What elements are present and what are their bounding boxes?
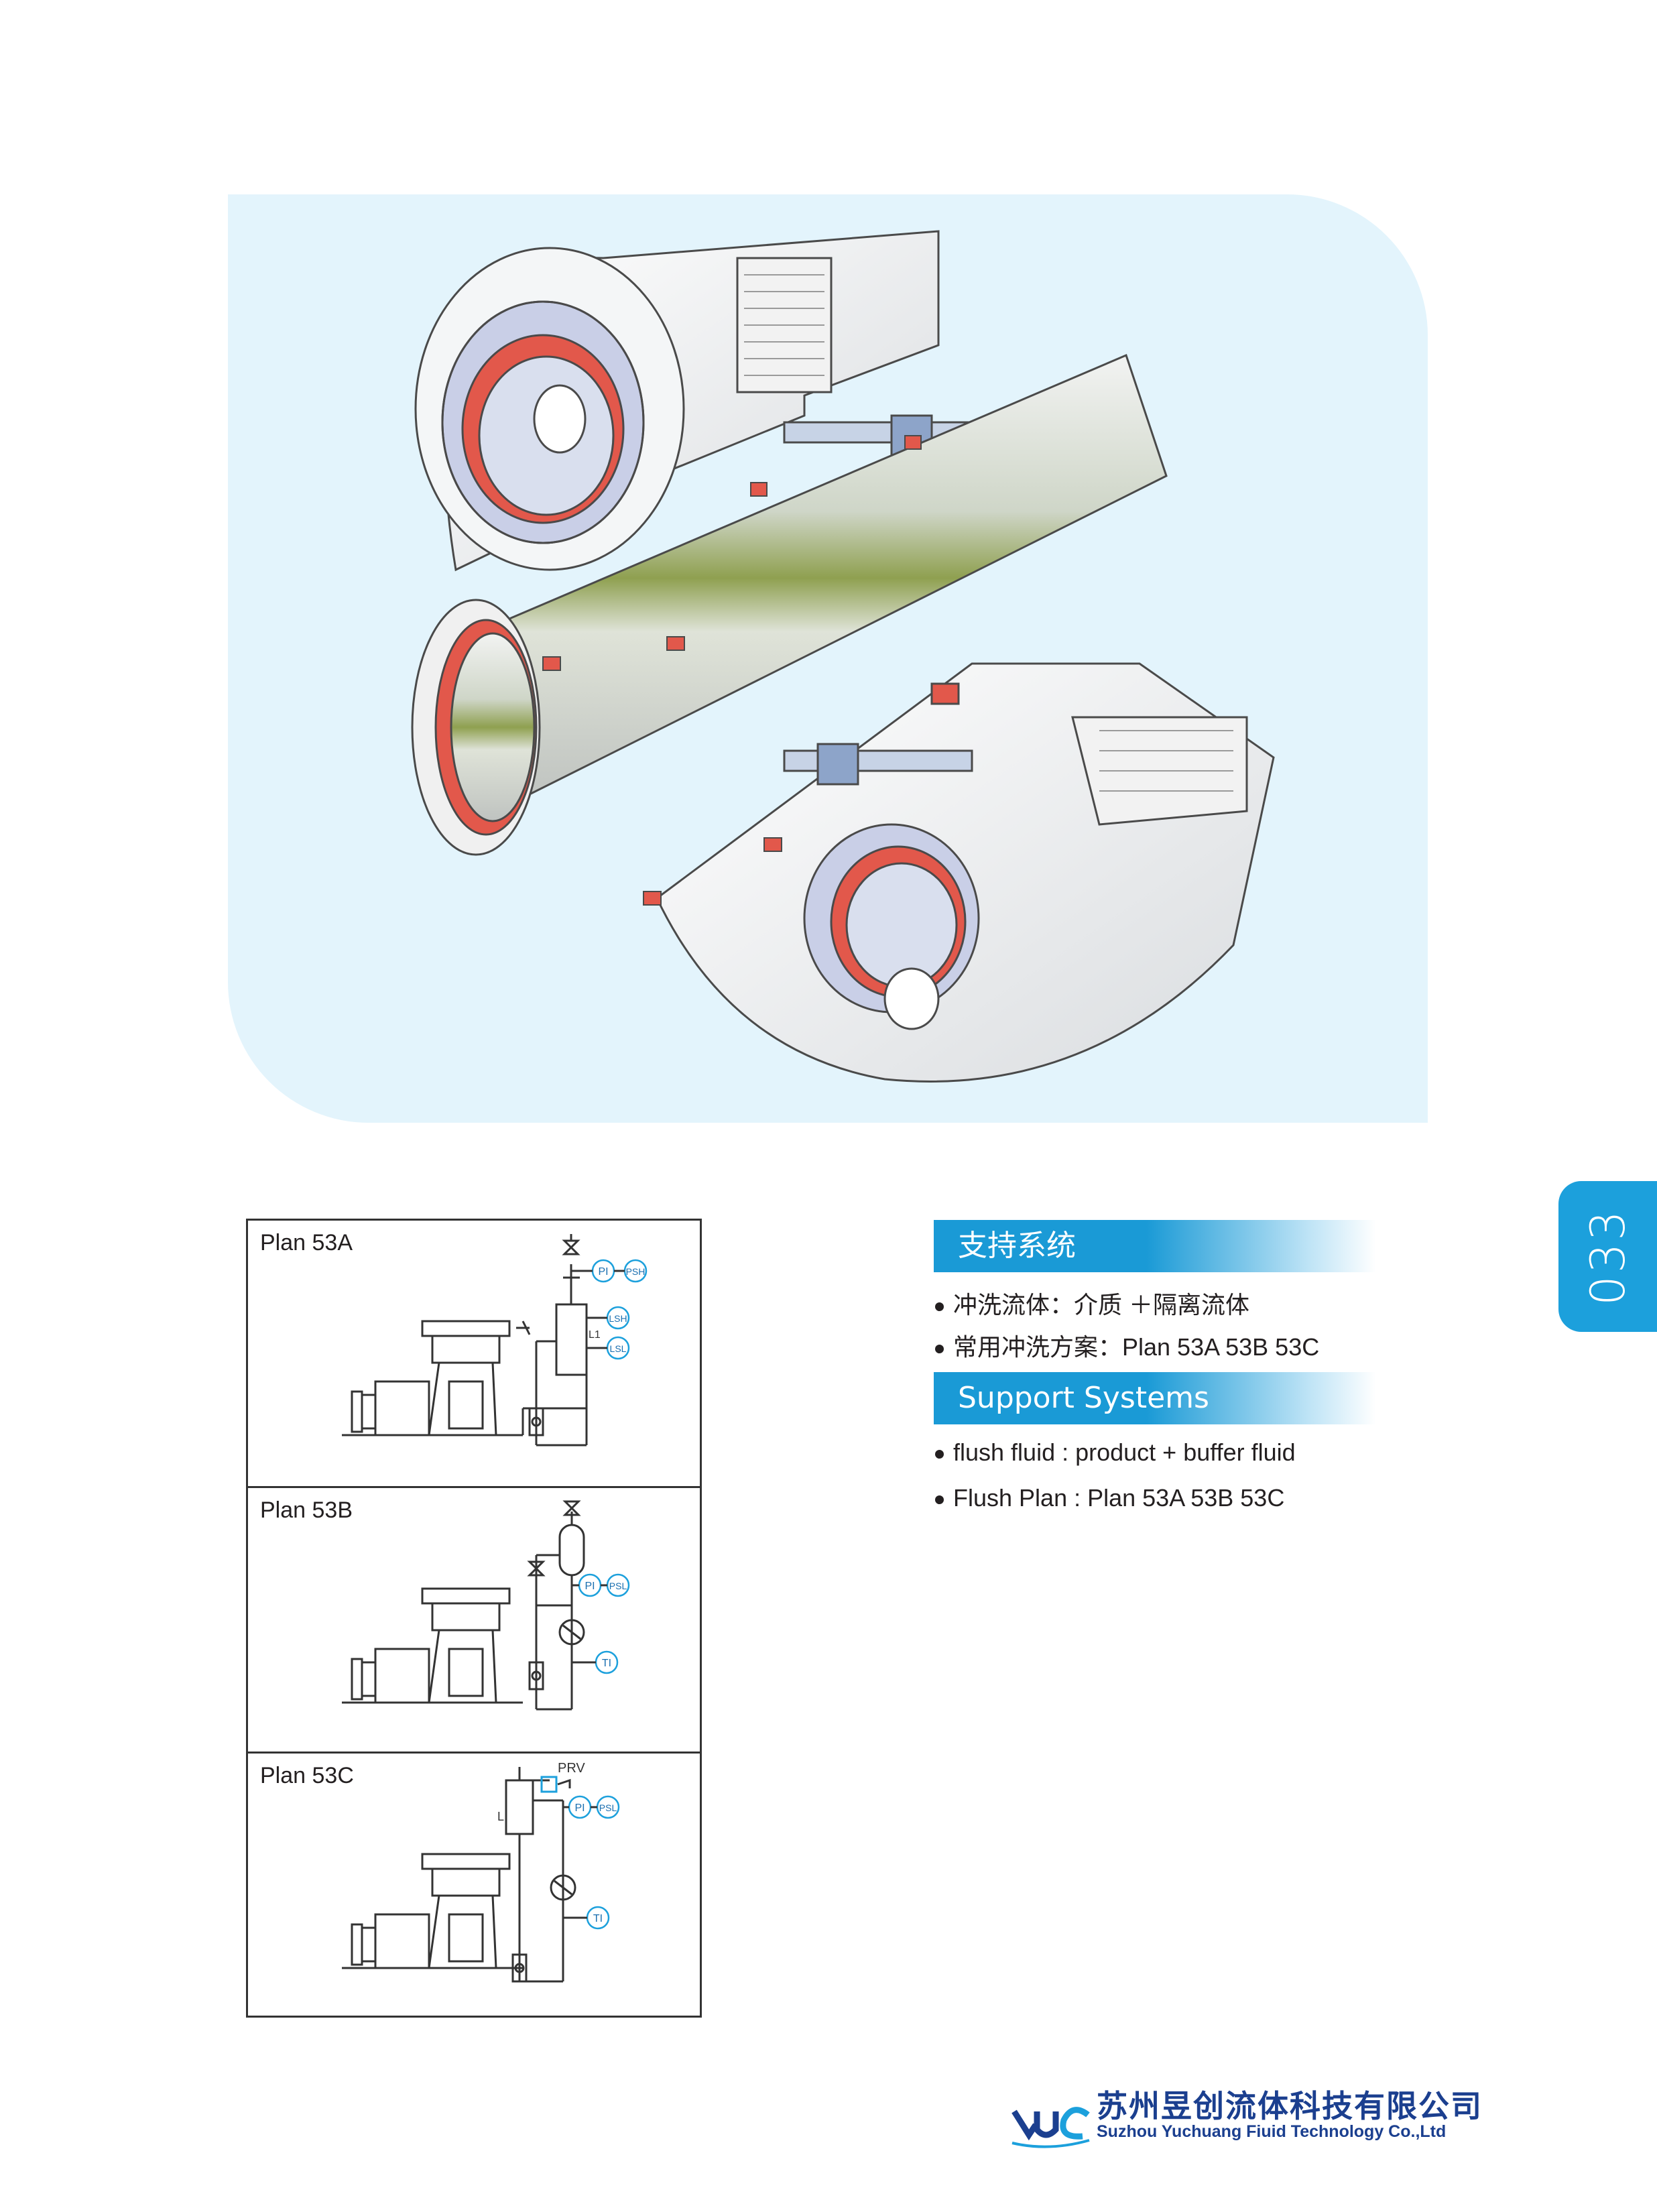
- plan-53c-diagram: [342, 1767, 620, 1983]
- page-number-tab: 033: [1558, 1181, 1657, 1332]
- plan-53b-diagram: [342, 1500, 630, 1711]
- support-cn-bullet: 常用冲洗方案：Plan 53A 53B 53C: [935, 1328, 1319, 1363]
- plan-53a-diagram: [342, 1234, 648, 1447]
- bullet-text: Flush Plan : Plan 53A 53B 53C: [953, 1484, 1285, 1512]
- bullet-dot: [935, 1344, 944, 1353]
- support-cn-bullet: 冲洗流体：介质 ＋隔离流体: [935, 1286, 1249, 1320]
- plan-label: Plan 53C: [260, 1763, 354, 1788]
- plan-label: Plan 53B: [260, 1497, 353, 1523]
- lower-housing: [656, 662, 1275, 1083]
- plan-53a-cell: Plan 53A PI PS: [248, 1221, 700, 1486]
- shaft-sleeve: [411, 353, 1168, 856]
- mechanical-seal-cutaway-illustration: [411, 230, 1275, 1083]
- bullet-dot: [935, 1495, 944, 1504]
- bullet-dot: [935, 1449, 944, 1459]
- pump-icon: [342, 1320, 523, 1436]
- company-name-en: Suzhou Yuchuang Fiuid Technology Co.,Ltd: [1097, 2122, 1447, 2141]
- company-name-cn: 苏州昱创流体科技有限公司: [1097, 2088, 1483, 2124]
- bullet-text: 冲洗流体：介质 ＋隔离流体: [953, 1291, 1250, 1318]
- company-logo: [1011, 2107, 1090, 2148]
- upper-housing: [414, 230, 1007, 572]
- support-en-bullet: flush fluid : product + buffer fluid: [935, 1438, 1296, 1467]
- pump-icon: [342, 1853, 523, 1969]
- bullet-dot: [935, 1302, 944, 1311]
- pump-icon: [342, 1587, 523, 1704]
- hero-panel: [228, 194, 1428, 1123]
- bullet-text: 常用冲洗方案：Plan 53A 53B 53C: [953, 1333, 1320, 1361]
- o-rings: [542, 435, 922, 906]
- flush-plans-table: Plan 53A PI PS: [246, 1219, 702, 2018]
- plan-53c-cell: Plan 53C PRV LI PI PSL: [248, 1752, 700, 2019]
- page-number: 033: [1580, 1207, 1636, 1306]
- plan-53b-cell: Plan 53B PI PSL T: [248, 1486, 700, 1754]
- support-en-title: Support Systems: [934, 1372, 1376, 1424]
- bullet-text: flush fluid : product + buffer fluid: [953, 1438, 1296, 1466]
- support-cn-title: 支持系统: [934, 1220, 1376, 1272]
- plan-label: Plan 53A: [260, 1230, 353, 1255]
- support-en-bullet: Flush Plan : Plan 53A 53B 53C: [935, 1484, 1284, 1512]
